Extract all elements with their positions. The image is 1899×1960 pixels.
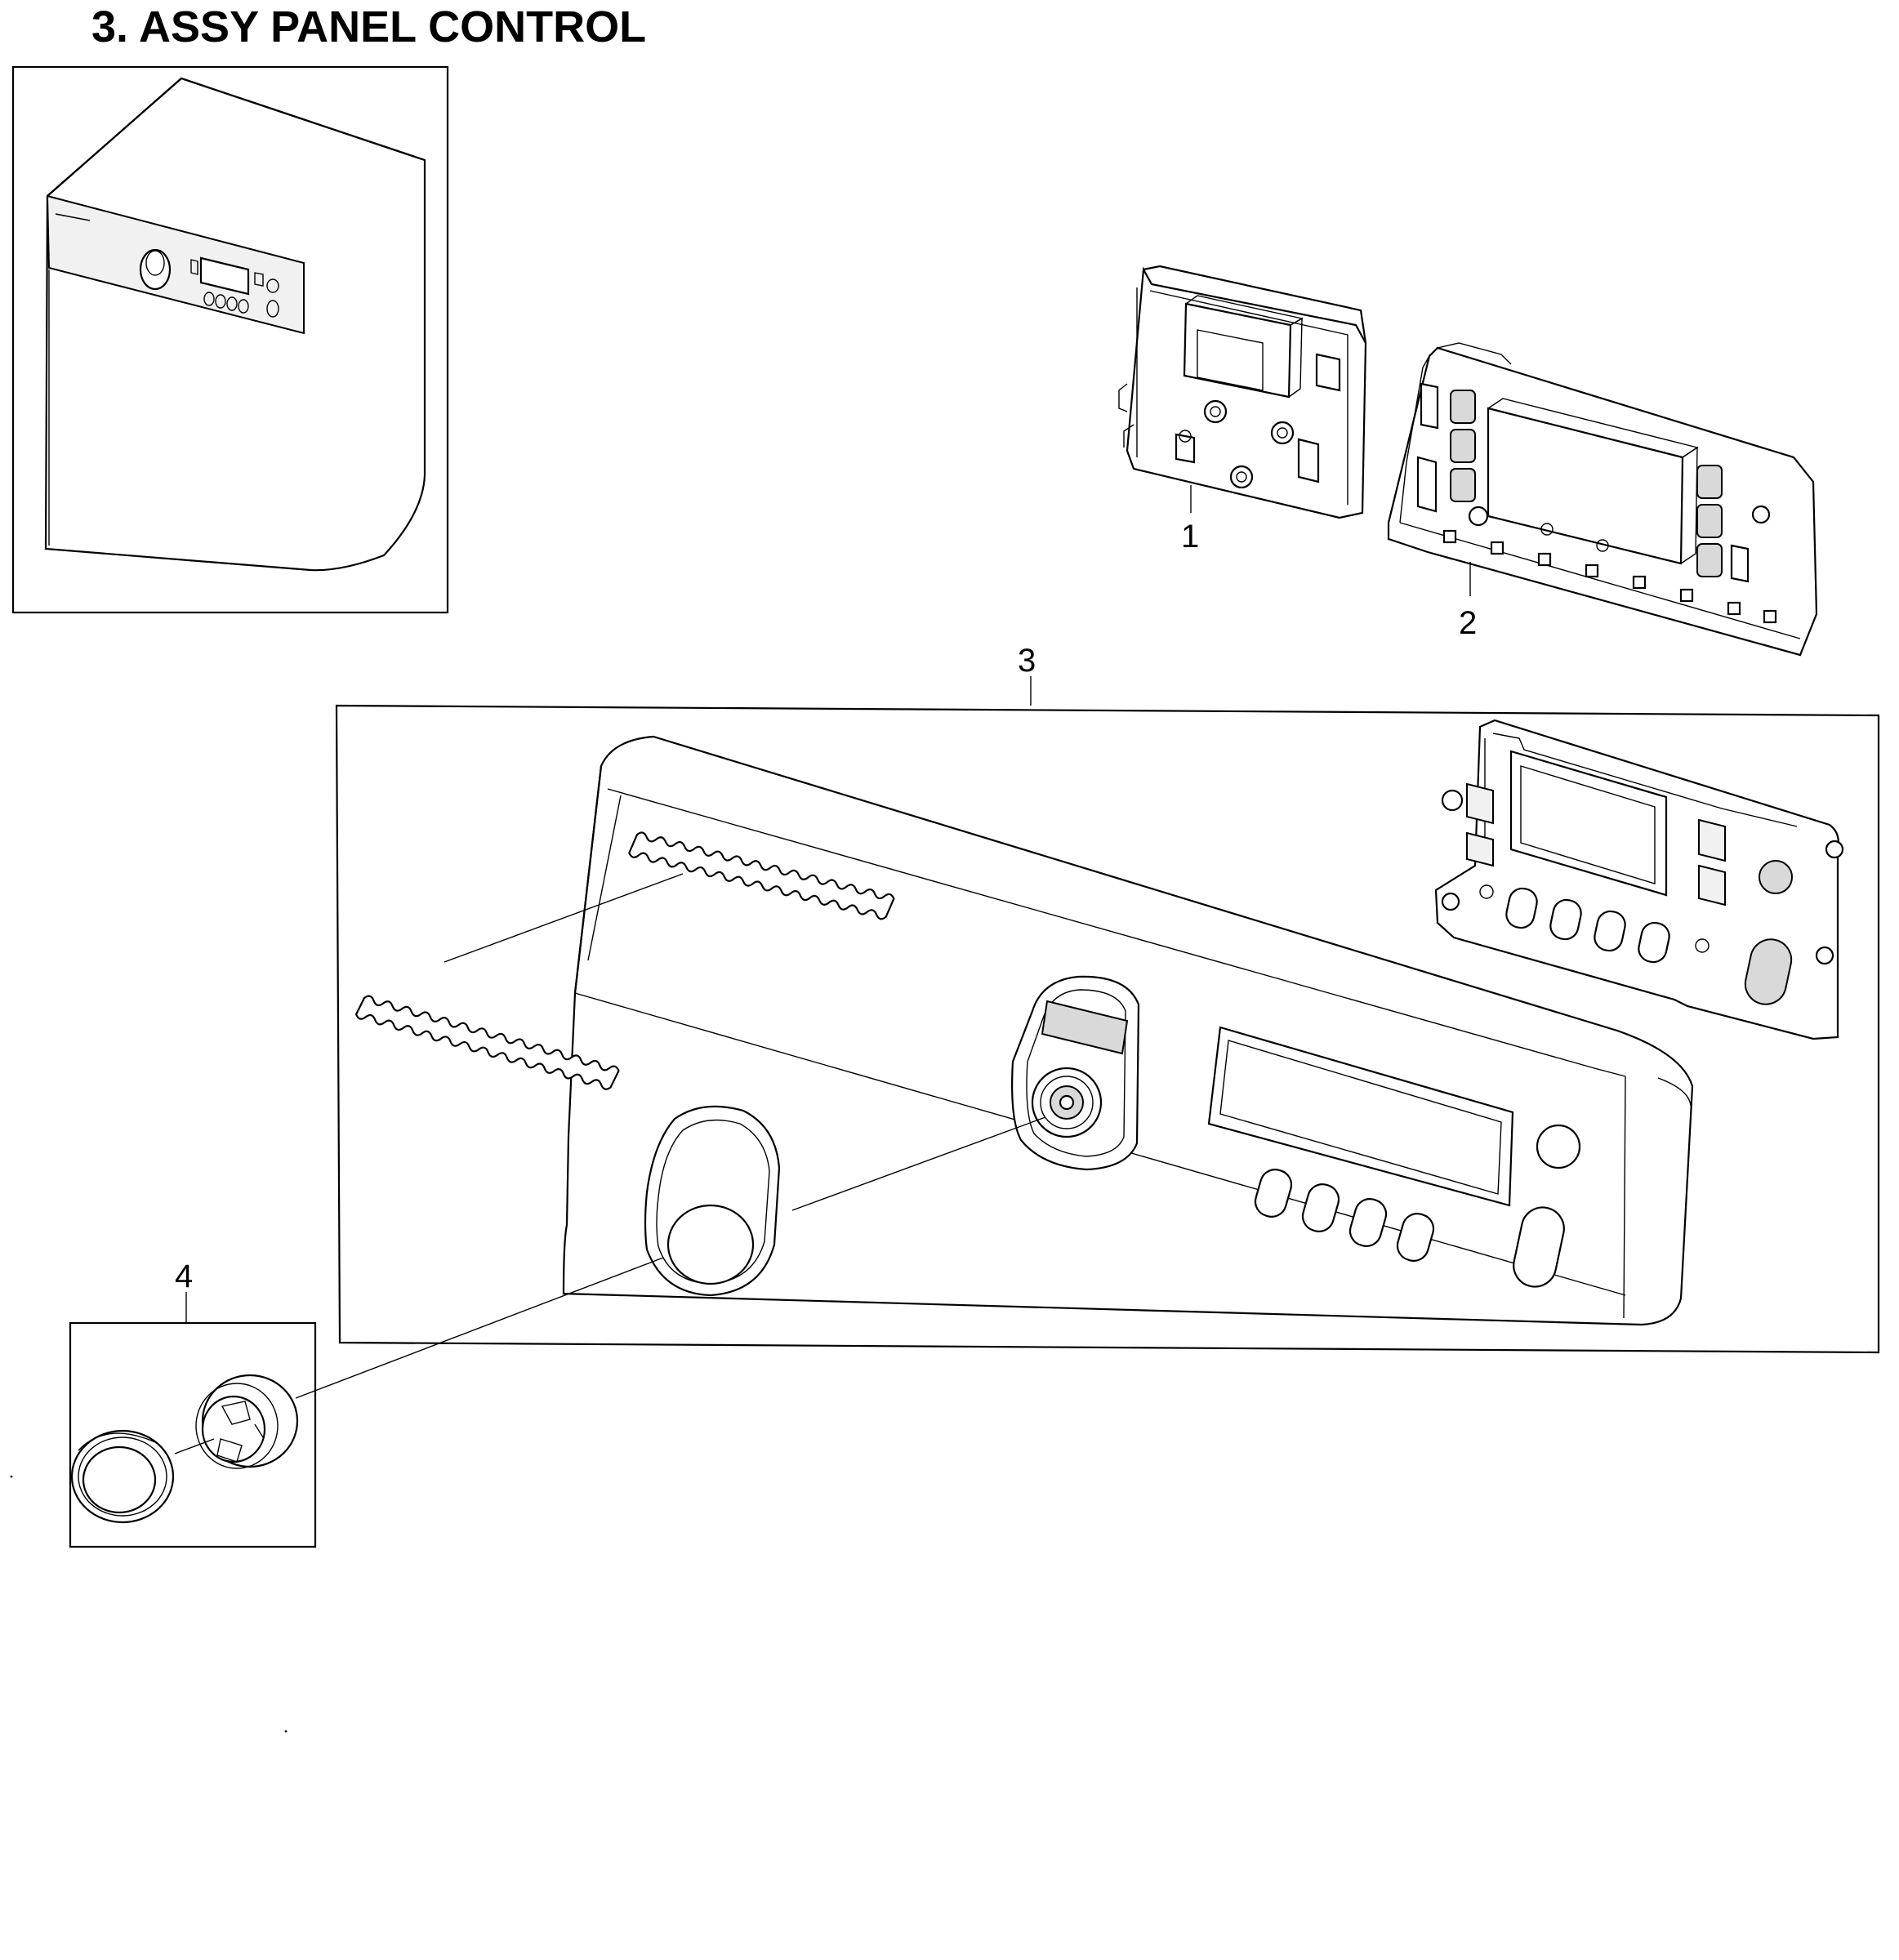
display-window — [1207, 1026, 1514, 1207]
page-title: 3. ASSY PANEL CONTROL — [91, 2, 647, 51]
callout-2: 2 — [1459, 605, 1477, 641]
start-button — [1513, 1206, 1565, 1288]
option-button-2 — [1301, 1183, 1340, 1232]
overview-knob — [139, 248, 172, 291]
power-button — [1536, 1124, 1581, 1169]
overview-display — [199, 256, 250, 296]
callout-4: 4 — [175, 1258, 193, 1294]
appliance-overview — [11, 65, 449, 614]
brand-label-slot — [628, 831, 895, 920]
callout-1: 1 — [1181, 519, 1199, 555]
part-2-pcb-main: 2 — [1387, 342, 1818, 657]
control-panel-front — [562, 735, 1694, 1326]
panel-pcb-inset — [1434, 719, 1844, 1040]
knob-parts-frame — [69, 1321, 317, 1548]
part-1-pcb-sub: 1 — [1118, 265, 1367, 555]
assembly-frame — [335, 704, 1880, 1354]
callout-3: 3 — [1018, 643, 1036, 679]
option-button-3 — [1348, 1198, 1388, 1247]
option-button-4 — [1396, 1213, 1435, 1262]
part-3-panel-assembly: 3 — [335, 643, 1880, 1354]
option-button-1 — [1254, 1169, 1293, 1218]
brand-label — [354, 995, 620, 1090]
part-4-knob-parts: 4 — [69, 1257, 664, 1548]
overview-control-strip — [46, 194, 305, 335]
